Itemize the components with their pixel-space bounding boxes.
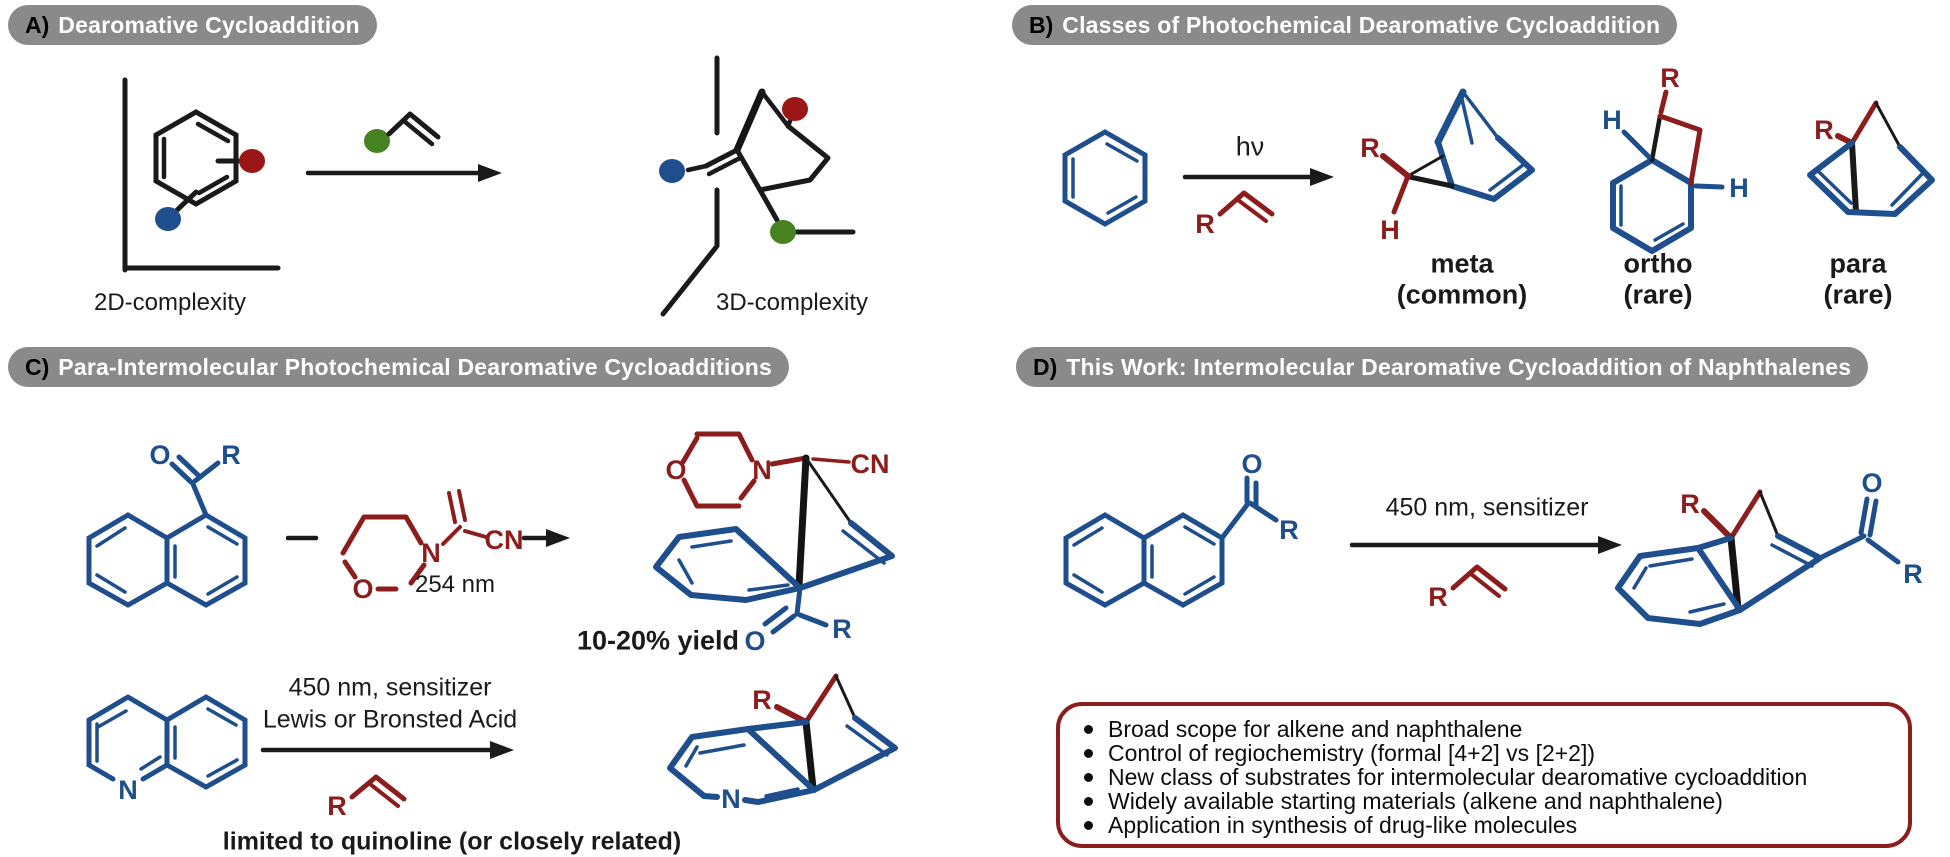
r-group-label: R: [752, 685, 772, 715]
panel-b-para-product: R: [1807, 100, 1935, 217]
panel-b-meta-product: R H: [1360, 88, 1535, 245]
panel-a-header: A) Dearomative Cycloaddition: [8, 5, 377, 45]
oxygen-atom-label: O: [352, 574, 373, 604]
oxygen-atom-label: O: [149, 440, 170, 470]
h-atom-label: H: [1602, 105, 1622, 135]
wavelength-254nm: 254 nm: [414, 571, 496, 598]
red-substituent-dot: [782, 97, 808, 121]
nitrile-label: CN: [485, 525, 524, 555]
panel-d-alkene-reagent: R: [1428, 564, 1508, 612]
nitrogen-atom-label: N: [752, 455, 772, 485]
r-group-label: R: [1360, 133, 1380, 163]
r-group-label: R: [327, 791, 347, 821]
bullet-text: Control of regiochemistry (formal [4+2] …: [1108, 740, 1596, 766]
r-group-label: R: [832, 614, 852, 644]
panel-a-title: Dearomative Cycloaddition: [58, 11, 360, 38]
quinoline-limitation-note: limited to quinoline (or closely related…: [222, 827, 682, 856]
para-frequency: (rare): [1823, 279, 1893, 310]
para-label: para: [1829, 248, 1887, 279]
bullet-text: Widely available starting materials (alk…: [1108, 788, 1723, 814]
conditions-450nm: 450 nm, sensitizer: [1385, 493, 1589, 522]
panel-c-title: Para-Intermolecular Photochemical Dearom…: [58, 353, 772, 380]
panel-a-3d-product: [659, 55, 856, 317]
blue-substituent-dot: [155, 207, 181, 231]
panel-c-letter: C): [25, 353, 50, 380]
panel-a-arrow: [305, 164, 502, 182]
hv-light-label: hν: [1235, 131, 1265, 162]
panel-c-cycloadduct-1: O N CN O R: [653, 431, 895, 656]
panel-c-acylnaphthalene: O R: [86, 440, 248, 608]
r-group-label: R: [1814, 115, 1834, 145]
h-atom-label: H: [1729, 173, 1749, 203]
panel-b-alkene-reagent: R: [1195, 190, 1275, 239]
list-item: Application in synthesis of drug-like mo…: [1084, 813, 1892, 837]
panel-d-letter: D): [1033, 353, 1058, 380]
panel-d-cycloadduct: R O R: [1615, 468, 1923, 627]
axis-label-3d: 3D-complexity: [715, 289, 869, 316]
conditions-line-1: 450 nm, sensitizer: [288, 673, 492, 702]
list-item: Widely available starting materials (alk…: [1084, 789, 1892, 813]
r-group-label: R: [1428, 582, 1448, 612]
bullet-icon: [1084, 772, 1093, 782]
r-group-label: R: [1680, 489, 1700, 519]
bullet-text: New class of substrates for intermolecul…: [1108, 764, 1808, 790]
nitrogen-atom-label: N: [421, 538, 441, 568]
ortho-label: ortho: [1623, 248, 1693, 279]
panel-c-morpholine-acrylonitrile-reagent: O N CN: [285, 489, 570, 604]
green-substituent-dot: [770, 220, 796, 244]
panel-c-cycloadduct-2: R N: [667, 673, 898, 814]
oxygen-atom-label: O: [1241, 449, 1262, 479]
panel-d-arrow: [1349, 536, 1622, 554]
panel-c-alkene-2: R: [327, 774, 407, 821]
panel-b-ortho-product: R H H: [1602, 63, 1749, 254]
panel-d-title: This Work: Intermolecular Dearomative Cy…: [1066, 353, 1852, 380]
panel-d-header: D) This Work: Intermolecular Dearomative…: [1016, 347, 1869, 387]
ortho-frequency: (rare): [1623, 279, 1693, 310]
panel-c-quinoline: N: [86, 694, 248, 805]
yield-label: 10-20% yield: [576, 625, 740, 656]
oxygen-atom-label: O: [665, 455, 686, 485]
red-substituent-dot: [239, 149, 265, 173]
panel-c-arrow-2: [260, 741, 514, 759]
panel-d-acylnaphthalene: O R: [1063, 449, 1299, 608]
bullet-icon: [1084, 796, 1093, 806]
nitrile-label: CN: [851, 449, 890, 479]
conditions-line-2: Lewis or Bronsted Acid: [262, 705, 518, 734]
panel-c-header: C) Para-Intermolecular Photochemical Dea…: [8, 347, 789, 387]
nitrogen-atom-label: N: [721, 784, 741, 814]
oxygen-atom-label: O: [1861, 468, 1882, 498]
r-group-label: R: [1903, 559, 1923, 589]
h-atom-label: H: [1380, 215, 1400, 245]
r-group-label: R: [1195, 209, 1215, 239]
r-group-label: R: [1660, 63, 1680, 93]
list-item: Control of regiochemistry (formal [4+2] …: [1084, 741, 1892, 765]
panel-b-header: B) Classes of Photochemical Dearomative …: [1012, 5, 1678, 45]
r-group-label: R: [1279, 515, 1299, 545]
list-item: Broad scope for alkene and naphthalene: [1084, 717, 1892, 741]
bullet-icon: [1084, 820, 1093, 830]
panel-a-alkene-reagent: [364, 111, 441, 153]
bullet-text: Broad scope for alkene and naphthalene: [1108, 716, 1523, 742]
nitrogen-atom-label: N: [118, 775, 138, 805]
bullet-icon: [1084, 748, 1093, 758]
list-item: New class of substrates for intermolecul…: [1084, 765, 1892, 789]
green-substituent-dot: [364, 129, 390, 153]
bullet-text: Application in synthesis of drug-like mo…: [1108, 812, 1578, 838]
meta-frequency: (common): [1396, 279, 1528, 310]
meta-label: meta: [1430, 248, 1494, 279]
this-work-highlights-box: Broad scope for alkene and naphthalene C…: [1056, 702, 1912, 848]
bullet-icon: [1084, 724, 1093, 734]
panel-b-title: Classes of Photochemical Dearomative Cyc…: [1062, 11, 1661, 38]
panel-a-letter: A): [25, 11, 50, 38]
r-group-label: R: [221, 440, 241, 470]
panel-b-arrow: [1182, 168, 1334, 186]
blue-substituent-dot: [659, 159, 685, 183]
panel-a-axes-2d: [122, 77, 281, 273]
panel-b-benzene: [1062, 129, 1148, 227]
axis-label-2d: 2D-complexity: [93, 289, 247, 316]
panel-a-benzene: [153, 109, 265, 231]
panel-b-letter: B): [1029, 11, 1054, 38]
oxygen-atom-label: O: [744, 626, 765, 656]
